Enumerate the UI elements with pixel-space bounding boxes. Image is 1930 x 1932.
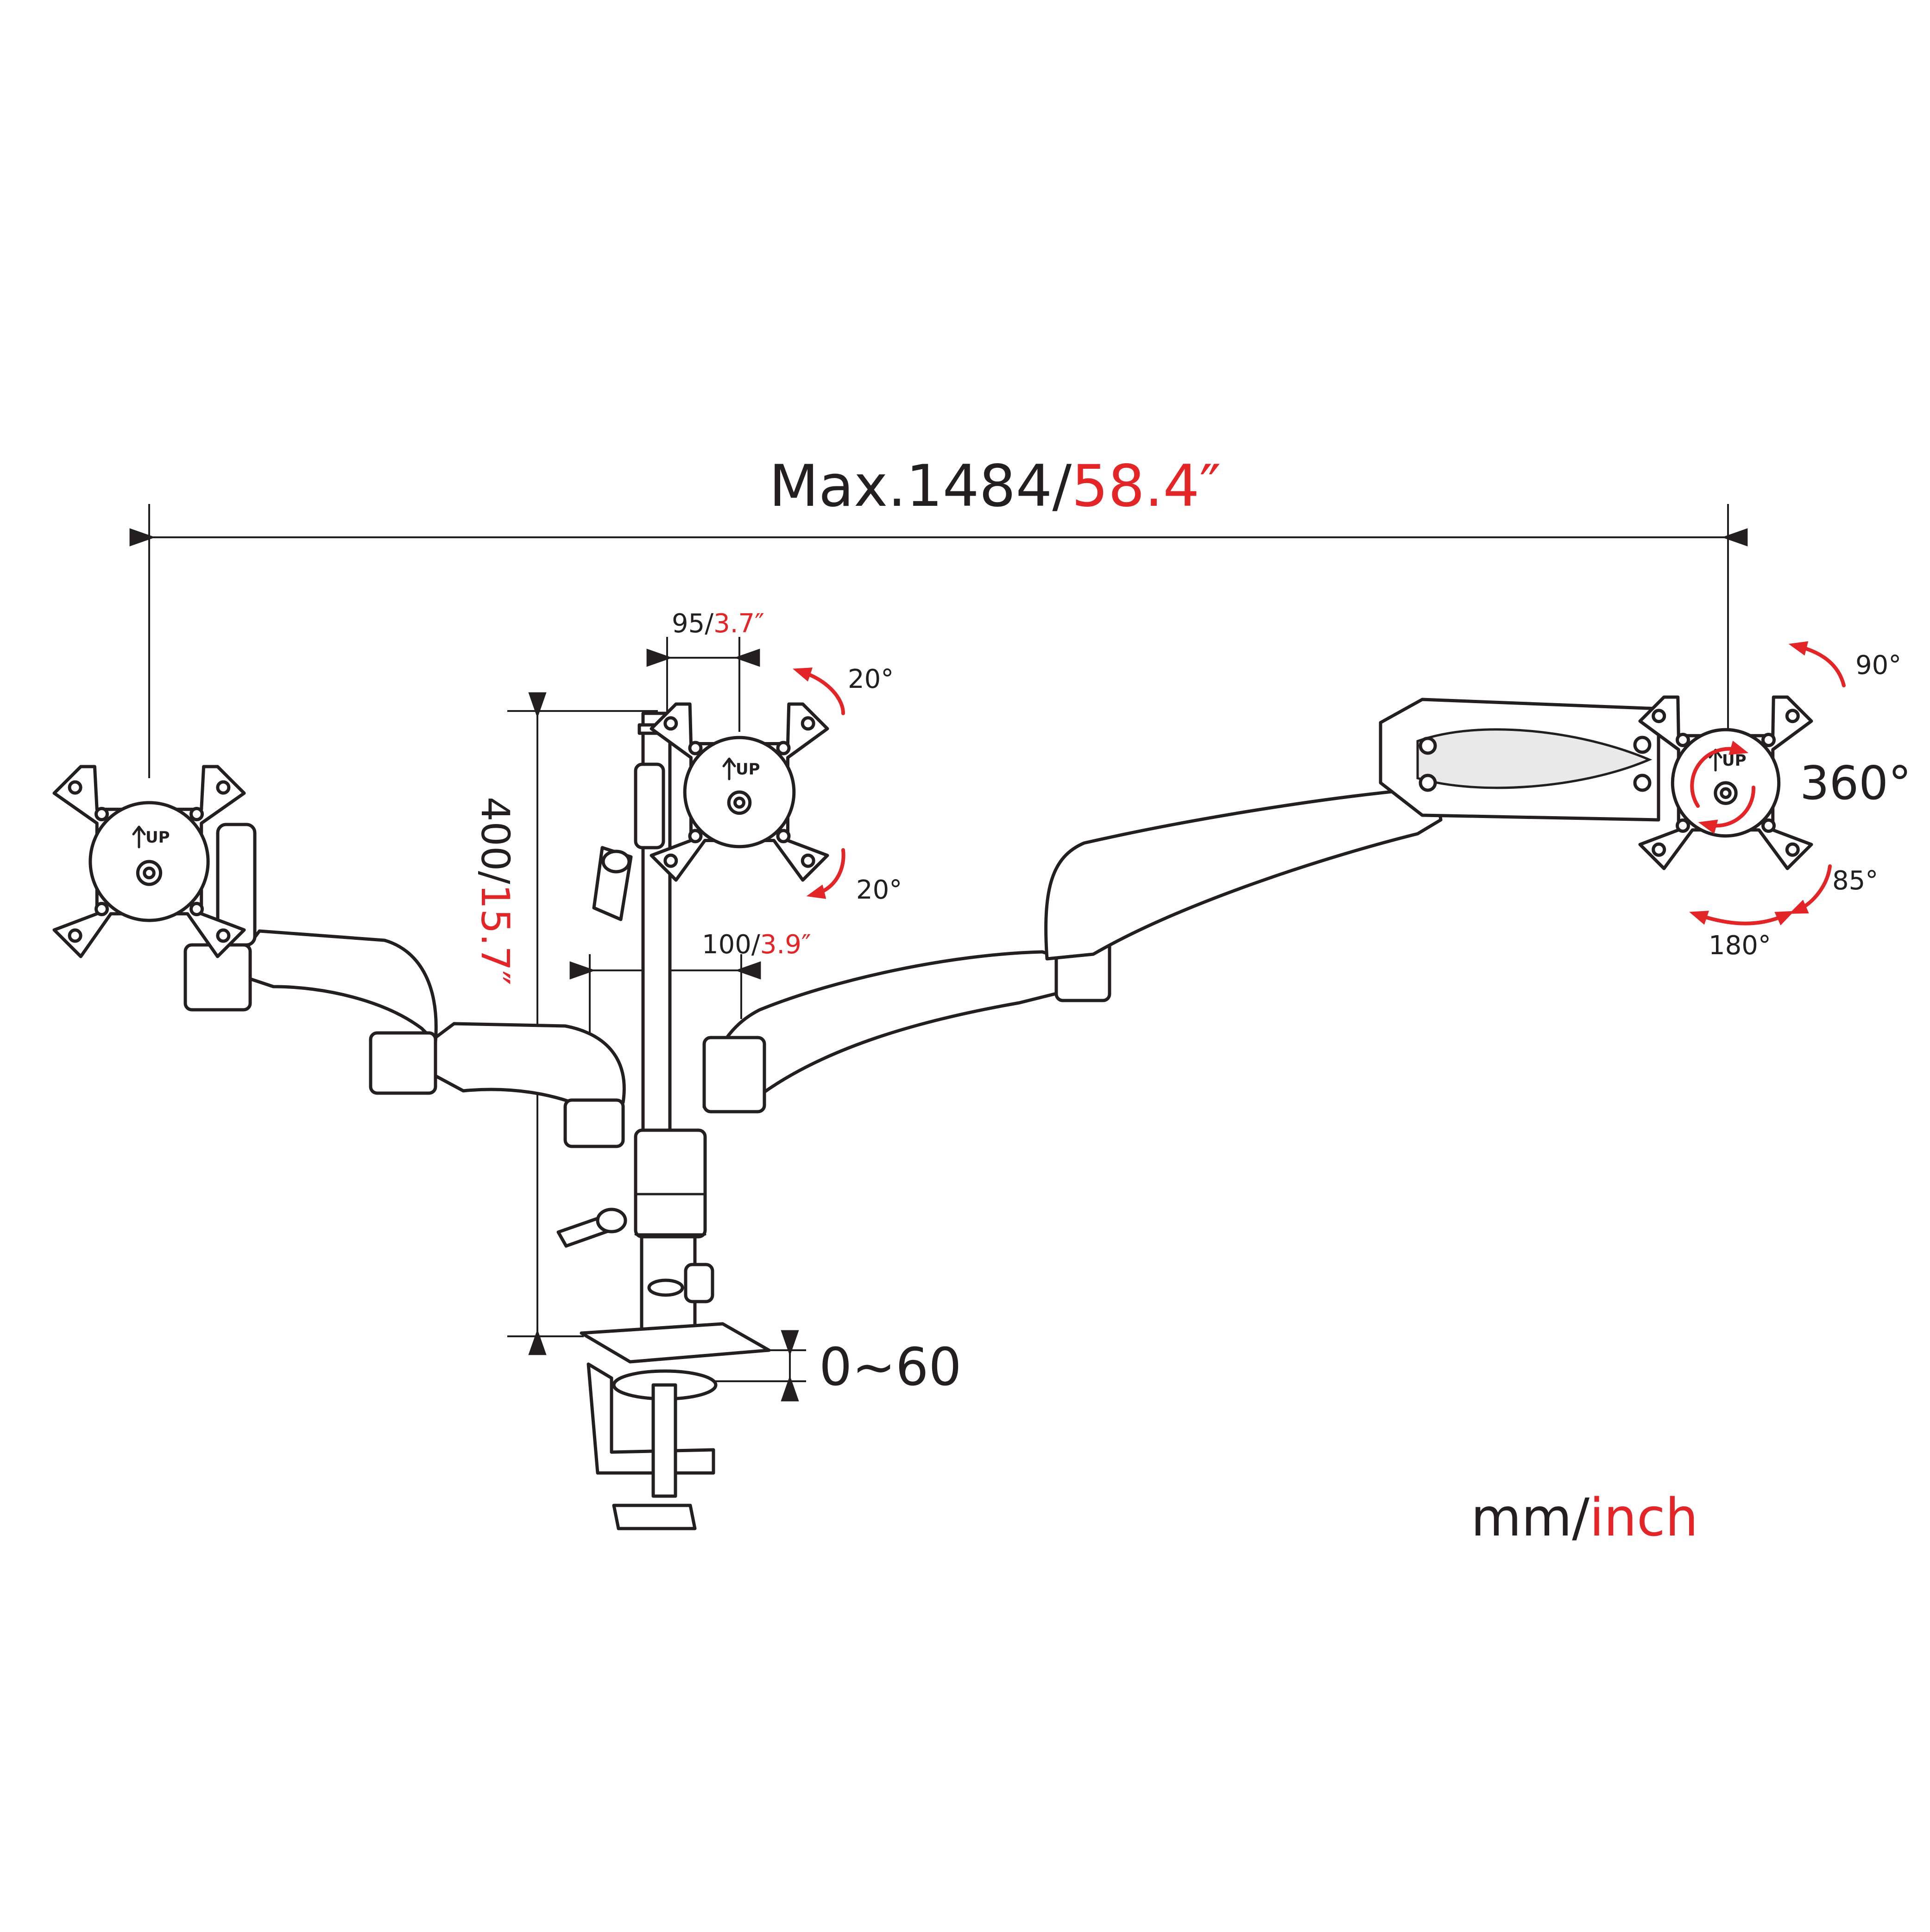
vesa-screw-hole [1761, 818, 1776, 833]
height-label: 400/15.7″ [473, 797, 518, 985]
vesa-screw-hole [95, 807, 109, 821]
up-marker-label: UP [1722, 751, 1747, 770]
vesa-screw-hole [68, 928, 82, 943]
cable-clip [684, 1263, 714, 1303]
pole-gap-dimension: 95/3.7″ [646, 609, 764, 732]
vesa-screw-hole [776, 829, 791, 843]
tilt-down-right-label: 85° [1832, 866, 1878, 896]
left-monitor-plate: UP [52, 765, 246, 958]
vesa-screw-hole [1652, 842, 1666, 857]
swivel-label: 180° [1709, 931, 1771, 961]
vesa-screw-hole [1785, 842, 1800, 857]
right-arm [702, 698, 1660, 1114]
clamp-range-dimension: 0~60 [713, 1330, 962, 1402]
spring-bolt-3 [1633, 736, 1652, 754]
vesa-center-bolt [1720, 787, 1732, 799]
rotation-arrow-icon [1690, 740, 1749, 808]
vesa-screw-hole [68, 780, 82, 795]
vesa-center-bolt [143, 866, 156, 880]
vesa-screw-hole [1785, 709, 1800, 724]
top-knob [601, 850, 631, 874]
up-arrow-icon [132, 825, 146, 849]
left-elbow-pivot [369, 1031, 437, 1095]
top-collar [634, 762, 665, 850]
middle-collar [634, 1128, 707, 1239]
vesa-screw-hole [688, 741, 703, 755]
clamp-screw [651, 1383, 677, 1498]
vesa-screw-hole [1652, 709, 1666, 724]
arm-offset-label: 100/3.9″ [702, 930, 811, 960]
tilt-up-right-label: 90° [1855, 650, 1901, 680]
vesa-screw-hole [801, 853, 815, 868]
height-dimension: 400/15.7″ [473, 692, 658, 1355]
vesa-screw-hole [216, 928, 231, 943]
rotation-label: 360° [1800, 756, 1911, 810]
right-gas-spring [1416, 728, 1652, 789]
left-arm-pivot [563, 1098, 625, 1148]
up-marker-label: UP [736, 760, 760, 779]
spring-bolt-2 [1419, 774, 1437, 792]
tilt-down-label: 20° [856, 875, 902, 905]
vesa-screw-hole [216, 780, 231, 795]
clamp-handle [612, 1504, 697, 1530]
vesa-screw-hole [1676, 818, 1690, 833]
center-monitor-plate: UP [650, 702, 829, 882]
right-monitor-plate: UP [1638, 695, 1813, 870]
pole-assembly [556, 711, 771, 1530]
units-label: mm/inch [1471, 1488, 1698, 1548]
vesa-center-bolt [733, 796, 745, 809]
vesa-screw-hole [663, 716, 678, 731]
pole-hole [647, 1278, 684, 1297]
lower-knob [596, 1208, 627, 1233]
right-arm-pivot [702, 1036, 766, 1114]
vesa-screw-hole [776, 741, 791, 755]
max-width-label: Max.1484/58.4″ [769, 453, 1221, 520]
tilt-down-right-arrow [1789, 864, 1832, 914]
left-head-tilt [216, 823, 257, 947]
rotation-arrow-icon [1698, 786, 1756, 834]
vesa-screw-hole [688, 829, 703, 843]
left-arm-outer [244, 929, 438, 1044]
up-arrow-icon [722, 757, 736, 780]
vesa-screw-hole [1761, 733, 1776, 747]
vesa-screw-hole [1676, 733, 1690, 747]
right-arm-outer [1044, 786, 1443, 961]
spring-bolt-4 [1633, 774, 1652, 792]
center-tilt-indicators: 20° 20° [793, 664, 902, 905]
vesa-screw-hole [95, 902, 109, 916]
spring-bolt-1 [1419, 736, 1437, 755]
right-rotation-indicators: 90° 360° 85° 180° [1689, 641, 1911, 961]
clamp-frame [587, 1362, 715, 1475]
swivel-arrow [1689, 911, 1795, 925]
tilt-up-right-arrow [1788, 641, 1846, 687]
left-arm [183, 823, 626, 1148]
right-arm-inner [702, 950, 1081, 1109]
pole-gap-label: 95/3.7″ [672, 609, 764, 639]
clamp-range-label: 0~60 [819, 1337, 962, 1397]
vesa-screw-hole [663, 853, 678, 868]
tilt-up-label: 20° [848, 664, 894, 694]
up-marker-label: UP [145, 828, 170, 847]
vesa-screw-hole [189, 902, 204, 916]
tilt-up-arrow [793, 667, 845, 715]
tilt-down-arrow [806, 848, 845, 899]
vesa-screw-hole [189, 807, 204, 821]
max-width-dimension: Max.1484/58.4″ [129, 453, 1748, 778]
base-plate [580, 1322, 771, 1364]
vesa-screw-hole [801, 716, 815, 731]
